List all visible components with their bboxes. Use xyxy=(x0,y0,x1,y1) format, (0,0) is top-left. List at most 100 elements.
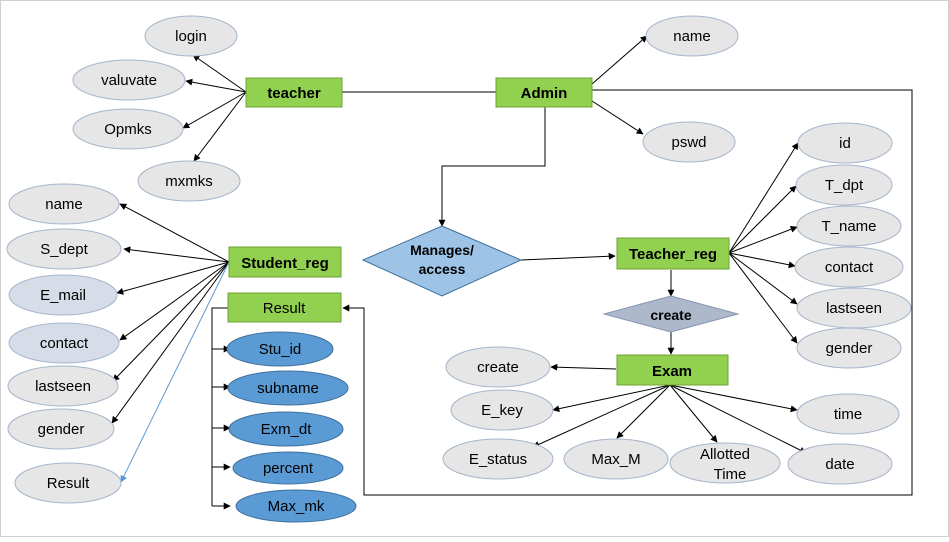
edge-student-result xyxy=(120,261,230,483)
attr-teacher-opmks: Opmks xyxy=(72,108,184,150)
edge-admin-manages xyxy=(438,107,546,227)
edge-exam-maxm xyxy=(616,384,671,439)
attr-teacher-valuvate: valuvate xyxy=(72,59,186,101)
edge-treg-lastseen xyxy=(728,252,798,305)
entity-admin: Admin xyxy=(495,77,593,108)
edge-admin-name xyxy=(591,35,648,85)
edge-treg-contact xyxy=(728,252,796,269)
svg-text:access: access xyxy=(419,261,466,277)
attr-result-percent: percent xyxy=(232,451,344,485)
edge-exam-allotted xyxy=(669,384,718,443)
entity-student-reg: Student_reg xyxy=(228,246,342,278)
attr-exam-allotted-time: Allotted Time xyxy=(669,442,781,484)
attr-student-contact: contact xyxy=(8,322,120,364)
svg-text:E_mail: E_mail xyxy=(40,287,86,304)
attr-treg-gender: gender xyxy=(796,327,902,369)
entity-teacher: teacher xyxy=(245,77,343,108)
edge-student-contact xyxy=(119,261,230,341)
entity-teacher-reg: Teacher_reg xyxy=(616,237,730,270)
attr-exam-estatus: E_status xyxy=(442,438,554,480)
edge-manages-teacherreg xyxy=(520,252,616,261)
entity-exam: Exam xyxy=(616,354,729,386)
svg-text:S_dept: S_dept xyxy=(40,241,88,258)
edge-teacher-login xyxy=(192,54,247,93)
svg-text:Result: Result xyxy=(263,300,306,317)
svg-text:T_name: T_name xyxy=(821,218,876,235)
svg-text:gender: gender xyxy=(38,421,85,438)
svg-text:name: name xyxy=(673,28,711,45)
svg-text:Manages/: Manages/ xyxy=(410,242,474,258)
attr-exam-create: create xyxy=(445,346,551,388)
edge-treg-id xyxy=(728,142,799,254)
svg-text:contact: contact xyxy=(40,335,89,352)
edge-treg-tdpt xyxy=(728,185,797,254)
svg-text:Result: Result xyxy=(47,475,90,492)
svg-text:valuvate: valuvate xyxy=(101,72,157,89)
edge-teacher-mxmks xyxy=(193,91,247,162)
svg-text:contact: contact xyxy=(825,259,874,276)
attr-result-exmdt: Exm_dt xyxy=(228,411,344,447)
attr-exam-maxm: Max_M xyxy=(563,438,669,480)
svg-text:lastseen: lastseen xyxy=(35,378,91,395)
svg-text:Student_reg: Student_reg xyxy=(241,255,329,272)
connectors xyxy=(111,35,913,510)
attr-student-name: name xyxy=(8,183,120,225)
svg-text:Exm_dt: Exm_dt xyxy=(261,421,313,438)
svg-text:Time: Time xyxy=(714,466,747,483)
svg-text:T_dpt: T_dpt xyxy=(825,177,864,194)
attr-student-lastseen: lastseen xyxy=(7,365,119,407)
svg-text:time: time xyxy=(834,406,862,423)
edge-exam-create xyxy=(550,363,617,371)
svg-text:Admin: Admin xyxy=(521,85,568,102)
svg-text:create: create xyxy=(650,307,691,323)
attr-student-result: Result xyxy=(14,462,122,504)
attr-teacher-mxmks: mxmks xyxy=(137,160,241,202)
svg-text:gender: gender xyxy=(826,340,873,357)
svg-text:Max_M: Max_M xyxy=(591,451,640,468)
relationship-manages-access: Manages/ access xyxy=(361,225,523,297)
svg-text:percent: percent xyxy=(263,460,314,477)
attr-student-sdept: S_dept xyxy=(6,228,122,270)
svg-text:pswd: pswd xyxy=(671,134,706,151)
svg-text:Exam: Exam xyxy=(652,363,692,380)
svg-text:Teacher_reg: Teacher_reg xyxy=(629,246,717,263)
edge-admin-result xyxy=(342,89,913,496)
svg-text:id: id xyxy=(839,135,851,152)
svg-text:teacher: teacher xyxy=(267,85,321,102)
relationship-create: create xyxy=(602,295,740,333)
svg-text:Stu_id: Stu_id xyxy=(259,341,302,358)
attr-treg-contact: contact xyxy=(794,246,904,288)
svg-text:create: create xyxy=(477,359,519,376)
entity-result: Result xyxy=(227,292,342,323)
edge-exam-estatus xyxy=(532,384,671,448)
attr-result-stuid: Stu_id xyxy=(226,331,334,367)
edge-student-lastseen xyxy=(112,261,230,382)
attr-exam-date: date xyxy=(787,443,893,485)
attr-treg-tname: T_name xyxy=(796,205,902,247)
attr-admin-pswd: pswd xyxy=(642,121,736,163)
edge-treg-gender xyxy=(728,252,798,344)
svg-text:Max_mk: Max_mk xyxy=(268,498,325,515)
svg-text:mxmks: mxmks xyxy=(165,173,213,190)
result-bracket xyxy=(211,307,228,506)
edge-exam-time xyxy=(669,384,798,413)
attr-student-gender: gender xyxy=(7,408,115,450)
edge-admin-pswd xyxy=(591,100,644,135)
edge-teacher-opmks xyxy=(182,91,247,129)
edge-student-name xyxy=(119,203,230,263)
attr-treg-tdpt: T_dpt xyxy=(795,164,893,206)
attr-exam-ekey: E_key xyxy=(450,389,554,431)
attr-teacher-login: login xyxy=(144,15,238,57)
svg-text:Opmks: Opmks xyxy=(104,121,152,138)
attr-result-subname: subname xyxy=(227,370,349,406)
edge-student-email xyxy=(116,261,230,295)
svg-text:E_status: E_status xyxy=(469,451,527,468)
svg-text:Allotted: Allotted xyxy=(700,446,750,463)
attr-result-maxmk: Max_mk xyxy=(235,489,357,523)
svg-text:lastseen: lastseen xyxy=(826,300,882,317)
attr-admin-name: name xyxy=(645,15,739,57)
svg-text:login: login xyxy=(175,28,207,45)
svg-text:subname: subname xyxy=(257,380,319,397)
